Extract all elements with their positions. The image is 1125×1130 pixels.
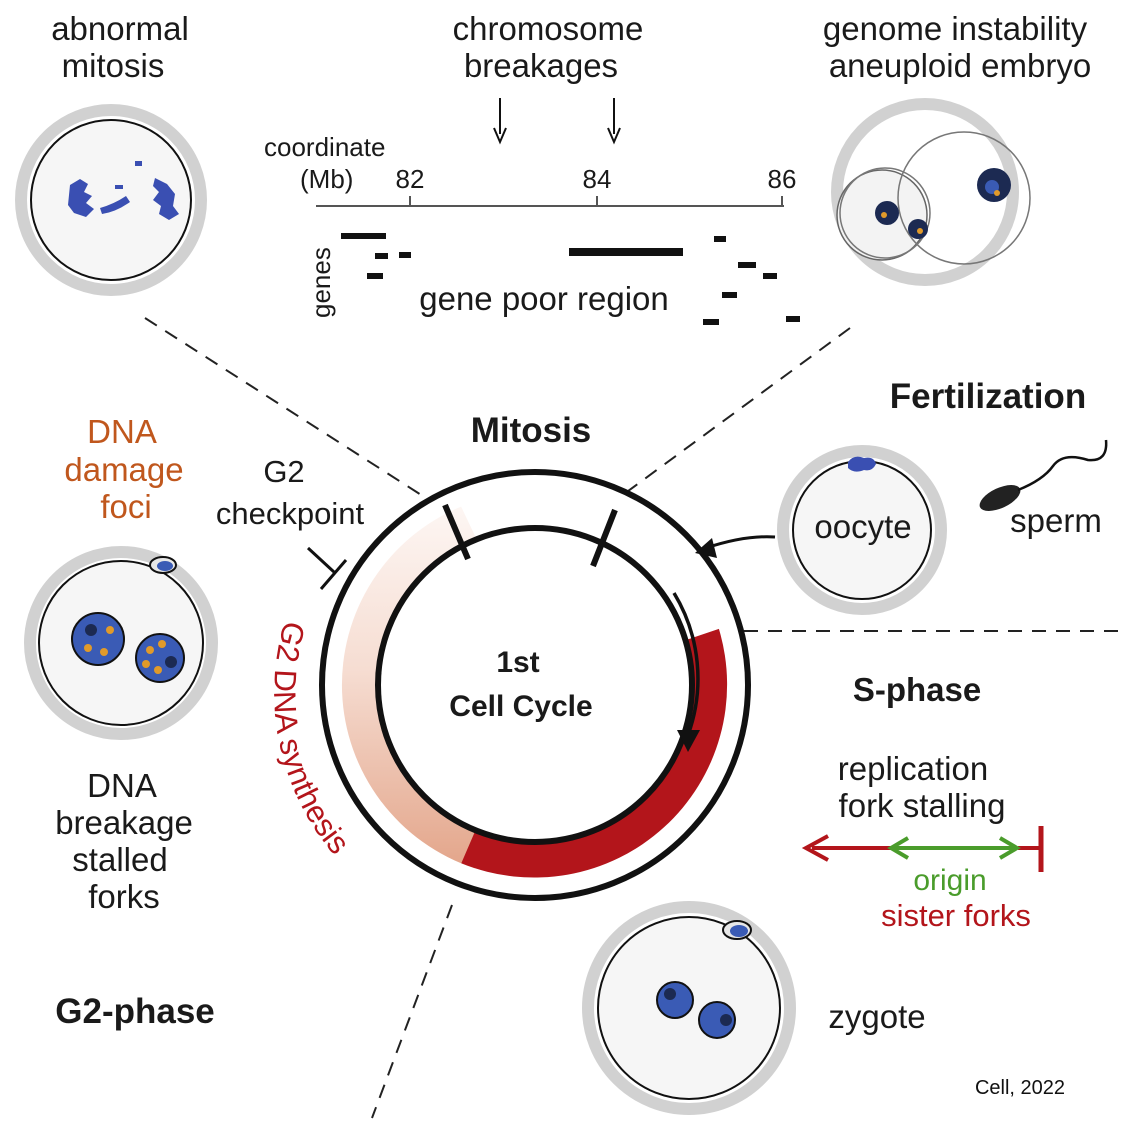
chromosome-clumps-icon [68, 161, 179, 220]
phase-mitosis-label: Mitosis [471, 411, 592, 450]
gene-bars [341, 233, 800, 325]
sperm-icon [979, 439, 1108, 511]
fertilization-title: Fertilization [890, 377, 1086, 416]
axis-label-line1: coordinate [264, 132, 385, 162]
abnormal-mitosis-line2: mitosis [62, 47, 165, 84]
g2-checkpoint-inhibitor [306, 546, 348, 590]
g2-arc [341, 506, 494, 869]
g2-checkpoint-line1: G2 [263, 454, 304, 489]
oocyte-cell [777, 445, 947, 615]
cycle-title-line1: 1st [496, 646, 539, 679]
divider-top-left [144, 317, 441, 508]
breakage-arrows [493, 98, 621, 145]
breakage-line1: DNA [87, 767, 157, 804]
cell-cycle-ring [319, 469, 751, 901]
dashed-dividers [144, 317, 1120, 1119]
tick-label-84: 84 [583, 164, 612, 194]
cycle-title-line2: Cell Cycle [449, 690, 592, 723]
coordinate-axis [316, 196, 784, 207]
chromosome-breakages-line2: breakages [464, 47, 618, 84]
fertilization-arrow [695, 535, 776, 558]
breakage-line4: forks [88, 878, 160, 915]
s-phase-arc [461, 628, 728, 878]
s-phase-direction-arrow [672, 592, 700, 736]
damage-foci-line3: foci [100, 488, 151, 525]
tick-label-86: 86 [768, 164, 797, 194]
phase-s-label: S-phase [853, 671, 981, 708]
abnormal-mitosis-cell [15, 104, 207, 296]
sperm-label: sperm [1010, 502, 1102, 539]
origin-label: origin [913, 864, 986, 897]
replication-fork-diagram [801, 826, 1044, 872]
oocyte-chromatin-icon [848, 456, 876, 472]
fork-stalling-line1: replication [838, 750, 988, 787]
genome-instability-line2: aneuploid embryo [829, 47, 1091, 84]
sister-forks-label: sister forks [881, 898, 1031, 933]
phase-g2-label: G2-phase [55, 992, 215, 1031]
axis-label-line2: (Mb) [300, 164, 353, 194]
divider-top-right [604, 327, 851, 509]
tick-label-82: 82 [396, 164, 425, 194]
genes-label: genes [306, 247, 336, 318]
chromosome-breakages-line1: chromosome [453, 10, 644, 47]
genome-instability-line1: genome instability [823, 10, 1088, 47]
abnormal-mitosis-line1: abnormal [51, 10, 189, 47]
breakage-line3: stalled [72, 841, 167, 878]
divider-bottom [371, 904, 453, 1119]
damage-foci-line1: DNA [87, 413, 157, 450]
aneuploid-embryo-cell [831, 98, 1031, 286]
zygote-cell [582, 901, 796, 1115]
citation: Cell, 2022 [975, 1077, 1065, 1099]
breakage-line2: breakage [55, 804, 193, 841]
damage-foci-line2: damage [64, 451, 183, 488]
zygote-label: zygote [828, 998, 925, 1035]
gene-poor-region-label: gene poor region [419, 280, 669, 317]
oocyte-label: oocyte [814, 508, 911, 545]
fork-stalling-line2: fork stalling [839, 787, 1006, 824]
g2-checkpoint-line2: checkpoint [216, 496, 365, 531]
g2-zygote-cell [24, 546, 218, 740]
